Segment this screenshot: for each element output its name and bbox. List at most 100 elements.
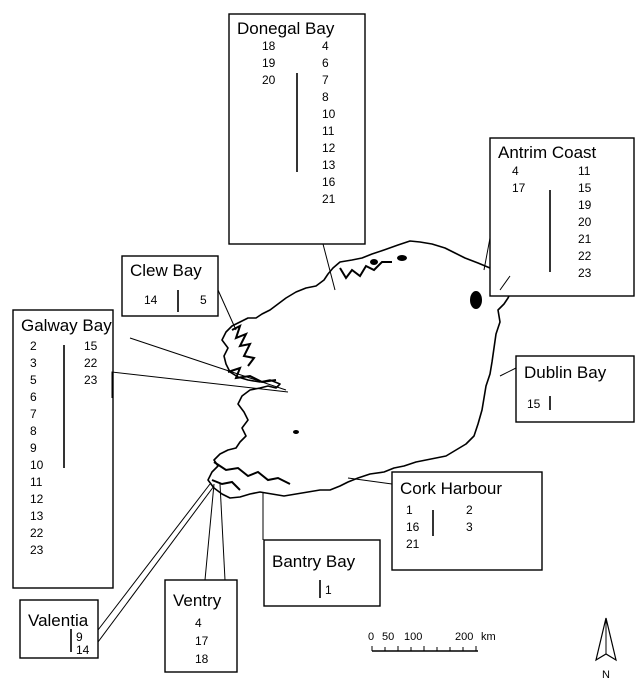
site-number-right: 15 — [84, 339, 98, 353]
leader-dublin — [499, 367, 517, 377]
site-number-right: 21 — [578, 232, 592, 246]
leader-ventry-1 — [204, 483, 215, 581]
scale-label-200: 200 — [455, 631, 473, 643]
site-number-right: 4 — [322, 39, 329, 53]
site-number-right: 10 — [322, 107, 336, 121]
coast-detail — [211, 261, 392, 491]
site-number-left: 7 — [30, 407, 37, 421]
callout-box — [515, 355, 635, 423]
site-number-left: 11 — [30, 475, 43, 489]
site-number-right: 15 — [527, 397, 541, 411]
callout-box — [391, 471, 543, 571]
site-number-left: 18 — [262, 39, 276, 53]
site-number-right: 4 — [195, 616, 202, 630]
callout-title: Dublin Bay — [524, 363, 607, 382]
callout-title: Donegal Bay — [237, 19, 335, 38]
site-number-left: 2 — [30, 339, 37, 353]
site-number-right: 19 — [578, 198, 592, 212]
scale-label-100: 100 — [404, 631, 422, 643]
callout-clew: Clew Bay 14 5 — [121, 255, 219, 317]
callout-cork: Cork Harbour 1 16 21 2 3 — [391, 471, 543, 571]
site-number-right: 11 — [578, 164, 591, 178]
leader-cork — [347, 477, 393, 485]
site-number-right: 11 — [322, 124, 335, 138]
callout-box — [121, 255, 219, 317]
site-number-left: 5 — [30, 373, 37, 387]
north-label: N — [602, 669, 610, 681]
callout-box — [263, 539, 381, 607]
scale-label-0: 0 — [368, 631, 374, 643]
site-number-right: 9 — [76, 630, 83, 644]
scale-label-50: 50 — [382, 631, 394, 643]
callout-title: Bantry Bay — [272, 552, 356, 571]
site-number-right: 23 — [578, 266, 592, 280]
site-number-left: 6 — [30, 390, 37, 404]
site-number-right: 22 — [578, 249, 592, 263]
site-number-right: 8 — [322, 90, 329, 104]
site-number-left: 22 — [30, 526, 44, 540]
site-number-right: 13 — [322, 158, 336, 172]
site-number-right: 21 — [322, 192, 336, 206]
leader-valentia-1 — [97, 483, 211, 631]
callout-title: Cork Harbour — [400, 479, 502, 498]
callout-box — [12, 309, 114, 589]
callout-dublin: Dublin Bay 15 — [515, 355, 635, 423]
site-number-right: 7 — [322, 73, 329, 87]
site-number-right: 23 — [84, 373, 98, 387]
site-number-right: 20 — [578, 215, 592, 229]
site-number-left: 20 — [262, 73, 276, 87]
site-number-right: 16 — [322, 175, 336, 189]
callout-title: Galway Bay — [21, 316, 112, 335]
site-number-left: 21 — [406, 537, 420, 551]
callout-title: Clew Bay — [130, 261, 202, 280]
leader-galway-2 — [111, 371, 289, 398]
site-number-right: 18 — [195, 652, 209, 666]
site-number-left: 9 — [30, 441, 37, 455]
site-number-left: 17 — [512, 181, 526, 195]
site-number-right: 12 — [322, 141, 336, 155]
site-number-right: 1 — [325, 583, 332, 597]
callout-box — [19, 599, 99, 659]
scale-bar: 0 50 100 200 km — [368, 631, 496, 652]
site-number-left: 12 — [30, 492, 44, 506]
site-number-right: 17 — [195, 634, 209, 648]
leader-lines — [97, 237, 517, 643]
callout-antrim: Antrim Coast 4 17 11 15 19 20 21 22 23 — [489, 137, 635, 297]
site-number-left: 16 — [406, 520, 420, 534]
site-number-left: 23 — [30, 543, 44, 557]
lakes — [293, 255, 482, 434]
site-number-left: 14 — [144, 293, 158, 307]
callout-bantry: Bantry Bay 1 — [263, 539, 381, 607]
callout-title: Ventry — [173, 591, 222, 610]
callout-title: Valentia — [28, 611, 89, 630]
site-number-left: 3 — [30, 356, 37, 370]
callout-box — [164, 579, 238, 673]
site-number-right: 2 — [466, 503, 473, 517]
site-number-right: 22 — [84, 356, 98, 370]
site-number-right: 5 — [200, 293, 207, 307]
site-number-right: 6 — [322, 56, 329, 70]
north-arrow-icon: N — [595, 617, 617, 681]
leader-donegal — [322, 243, 336, 291]
leader-antrim — [483, 237, 491, 271]
site-number-left: 4 — [512, 164, 519, 178]
site-number-left: 8 — [30, 424, 37, 438]
scale-unit: km — [481, 631, 496, 643]
callout-ventry: Ventry 4 17 18 — [164, 579, 238, 673]
leader-valentia-2 — [97, 485, 215, 643]
site-number-right: 15 — [578, 181, 592, 195]
ireland-outline — [207, 240, 515, 499]
leader-galway-1 — [129, 337, 287, 391]
site-number-right: 3 — [466, 520, 473, 534]
site-number-left: 1 — [406, 503, 413, 517]
callout-box — [489, 137, 635, 297]
site-number-right: 14 — [76, 643, 90, 657]
site-number-left: 19 — [262, 56, 276, 70]
leader-ventry-2 — [219, 483, 226, 581]
leader-clew — [217, 289, 237, 331]
callout-title: Antrim Coast — [498, 143, 597, 162]
leader-antrim-2 — [499, 275, 511, 291]
